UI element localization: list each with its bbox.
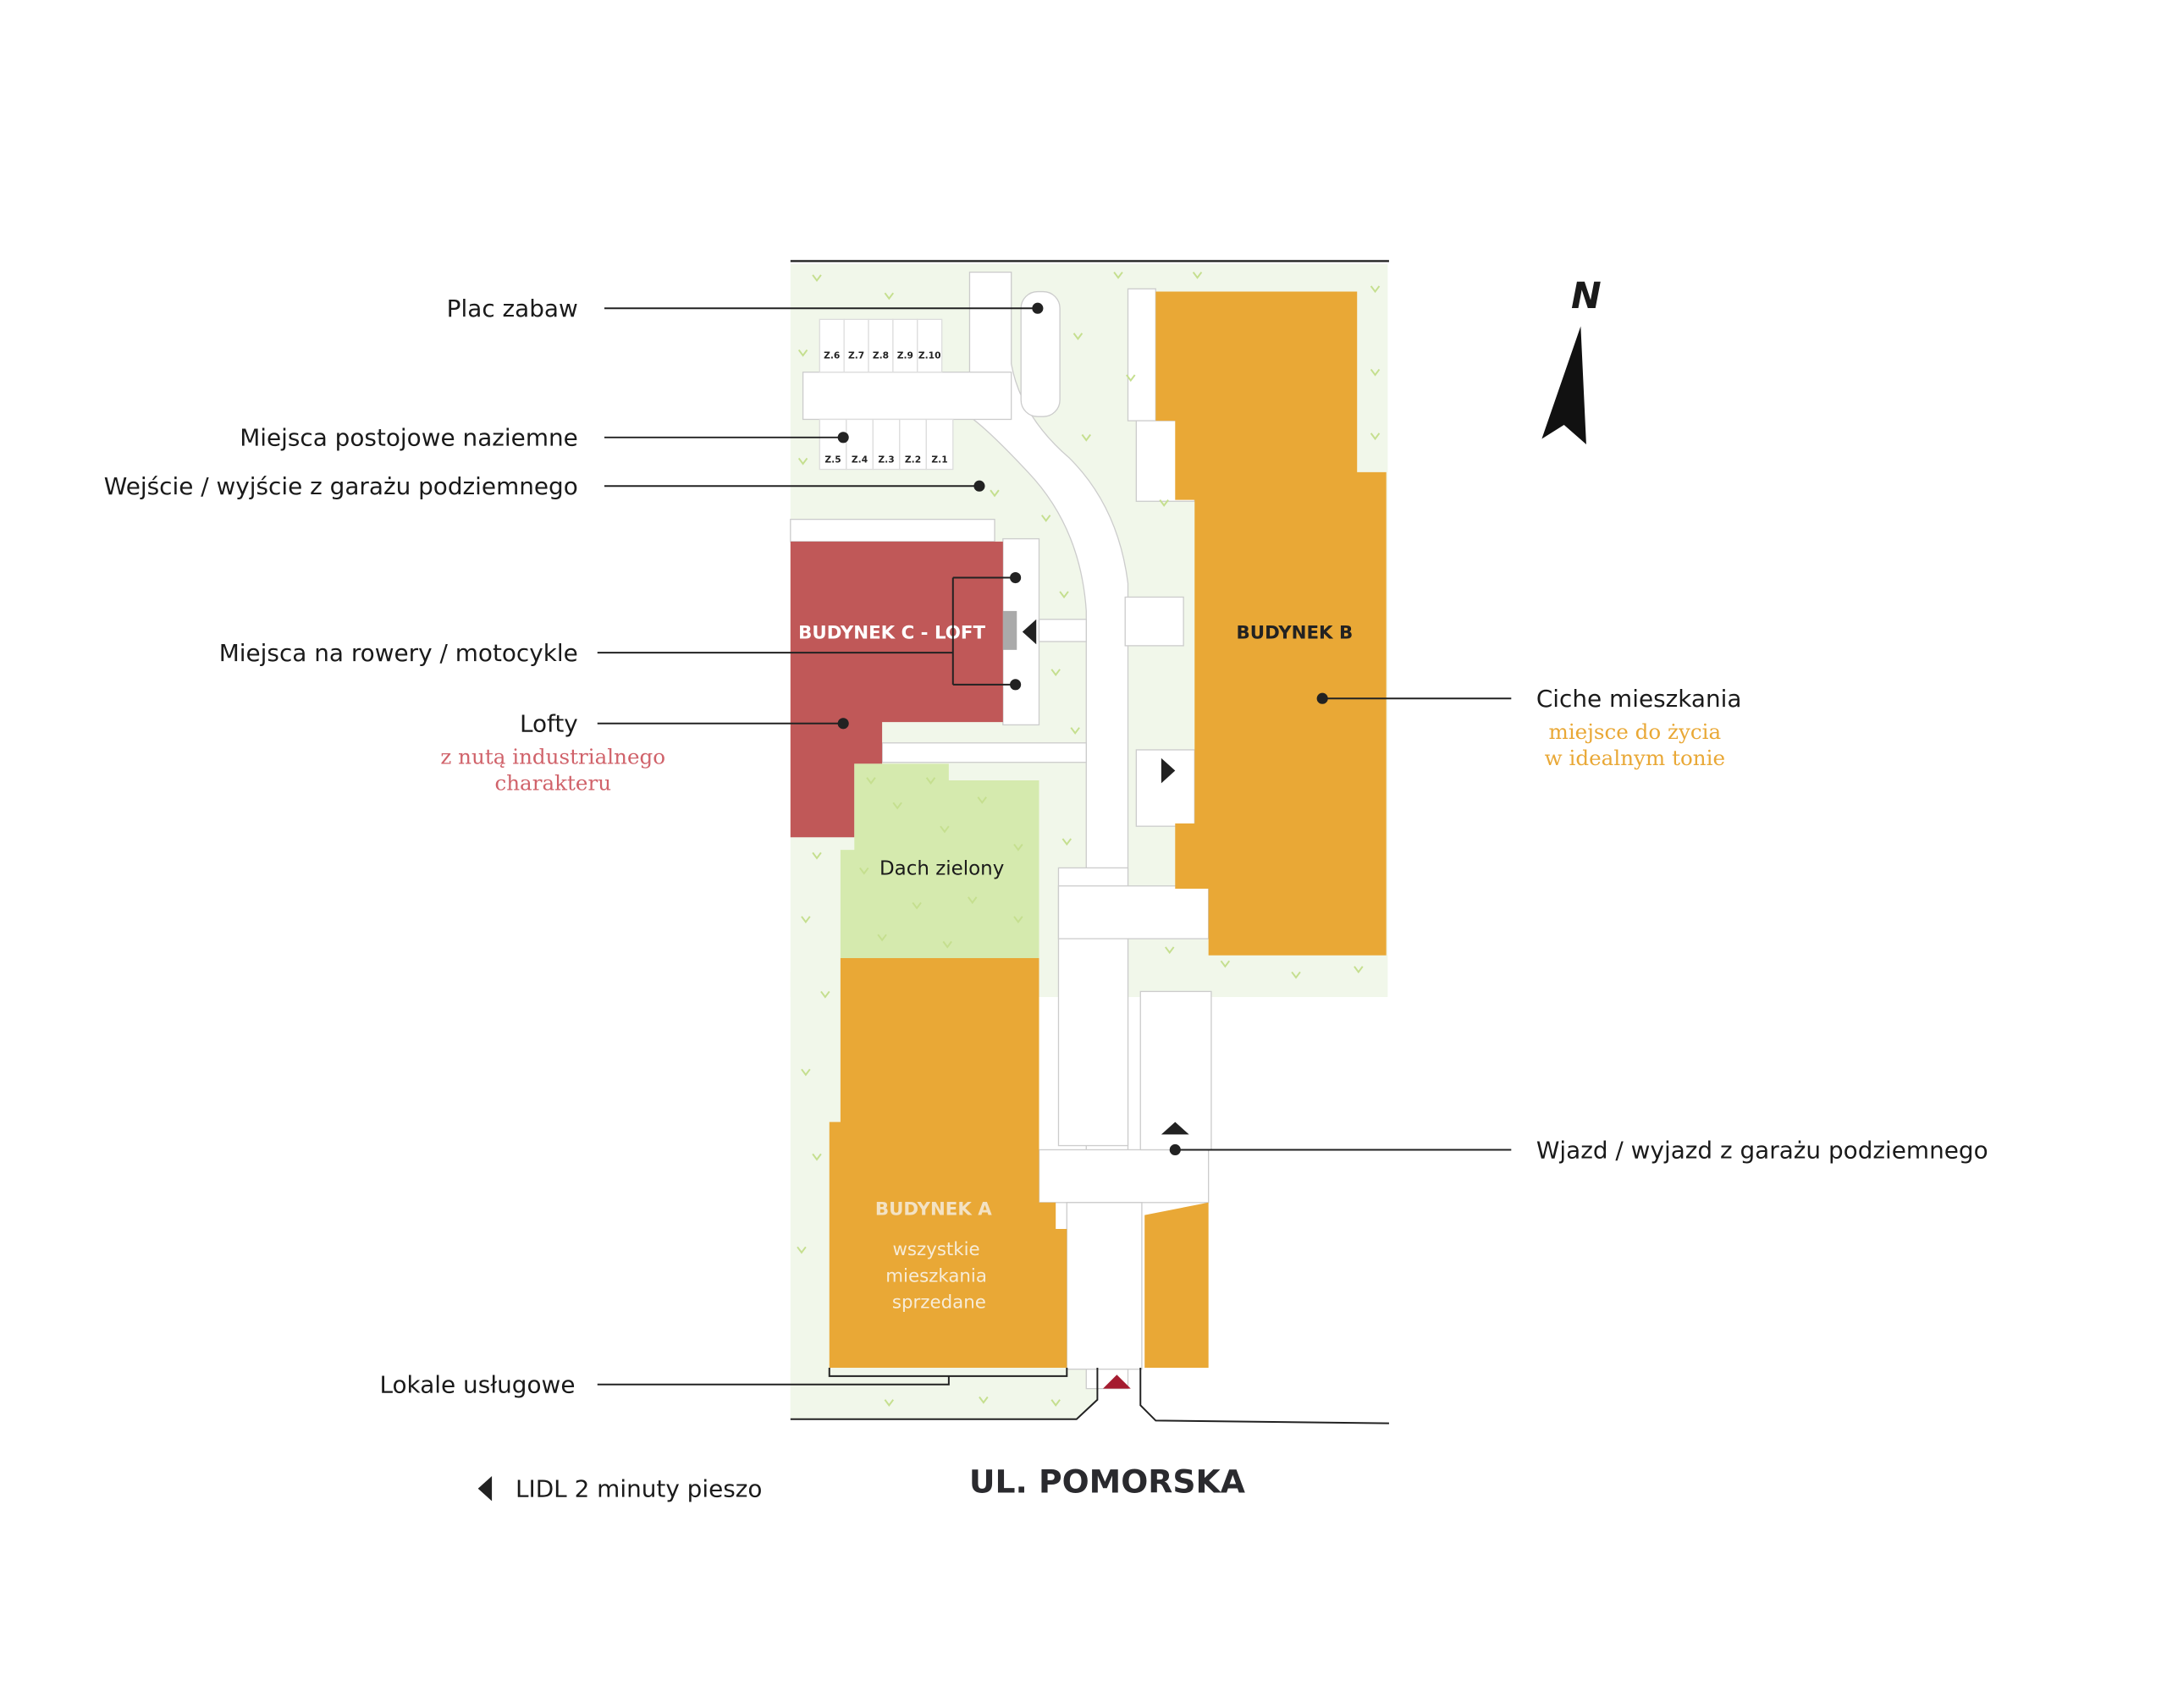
parking-spot [917,318,943,373]
parking-spot-label: Z.4 [852,454,868,465]
parking-spot-label: Z.5 [824,454,841,465]
building-b-label: BUDYNEK B [1237,623,1354,644]
building-c-label: BUDYNEK C - LOFT [798,623,985,644]
arrow-left-icon [477,1476,493,1501]
building-a-status: sprzedane [892,1292,986,1313]
parking-spot-label: Z.3 [878,454,894,465]
north-arrow-icon: N [1541,275,1602,445]
label-quiet-sub: w idealnym tonie [1545,746,1725,770]
label-quiet: Ciche mieszkania [1536,685,1742,713]
label-garage-entrance: Wejście / wyjście z garażu podziemnego [104,472,578,500]
street-edge-left [790,1368,1099,1420]
building-a-annex [1144,1202,1209,1369]
leader-lines [597,302,1512,1386]
building-a-status: wszystkie [893,1239,980,1260]
parking-spot-label: Z.2 [905,454,921,465]
building-c-loft[interactable] [790,541,1003,838]
parking-spot-label: Z.7 [848,350,864,361]
label-playground: Plac zabaw [447,295,578,322]
parking-spot-label: Z.10 [918,350,941,361]
street-name: UL. POMORSKA [969,1463,1245,1501]
bike-shelter [1002,610,1017,650]
parking-spot [925,418,954,471]
garage-arrow-up-icon [1161,1121,1189,1135]
label-lofts-sub: z nutą industrialnego [440,744,665,769]
street-edge-right [1139,1368,1389,1424]
label-lidl[interactable]: LIDL 2 minuty pieszo [516,1475,763,1503]
parking-spot-label: Z.8 [873,350,889,361]
building-a-label: BUDYNEK A [875,1199,992,1220]
grass-marks [797,271,1381,1407]
entrance-arrow-icon [1161,758,1176,784]
building-b[interactable] [1155,291,1387,956]
parking-spot [868,318,894,373]
label-lofts: Lofty [520,710,578,738]
label-lofts-sub: charakteru [494,771,611,796]
svg-text:N: N [1571,275,1602,317]
building-a-status: mieszkania [885,1265,987,1287]
parking-spot [892,318,918,373]
parking-spot-label: Z.9 [897,350,913,361]
parking-spot [872,418,901,471]
parking-spot [819,418,847,471]
parking-spot [899,418,927,471]
building-a[interactable] [829,958,1067,1369]
parking-spot [843,318,869,373]
label-garage-drive: Wjazd / wyjazd z garażu podziemnego [1536,1136,1988,1164]
green-roof-label: Dach zielony [879,858,1004,880]
parking-spot [819,318,845,373]
parking-spots: Z.6 Z.7 Z.8 Z.9 Z.10Z.5 Z.4 Z.3 Z.2 Z.1 [819,318,954,471]
label-quiet-sub: miejsce do życia [1549,719,1722,744]
parking-spot-label: Z.6 [824,350,840,361]
label-parking: Miejsca postojowe naziemne [240,424,578,452]
entrance-arrow-icon [1022,619,1037,645]
label-services: Lokale usługowe [379,1371,575,1399]
parking-spot-label: Z.1 [931,454,947,465]
green-roof [840,763,1039,959]
main-entrance-arrow-icon [1102,1375,1131,1389]
label-bikes: Miejsca na rowery / motocykle [219,639,578,667]
